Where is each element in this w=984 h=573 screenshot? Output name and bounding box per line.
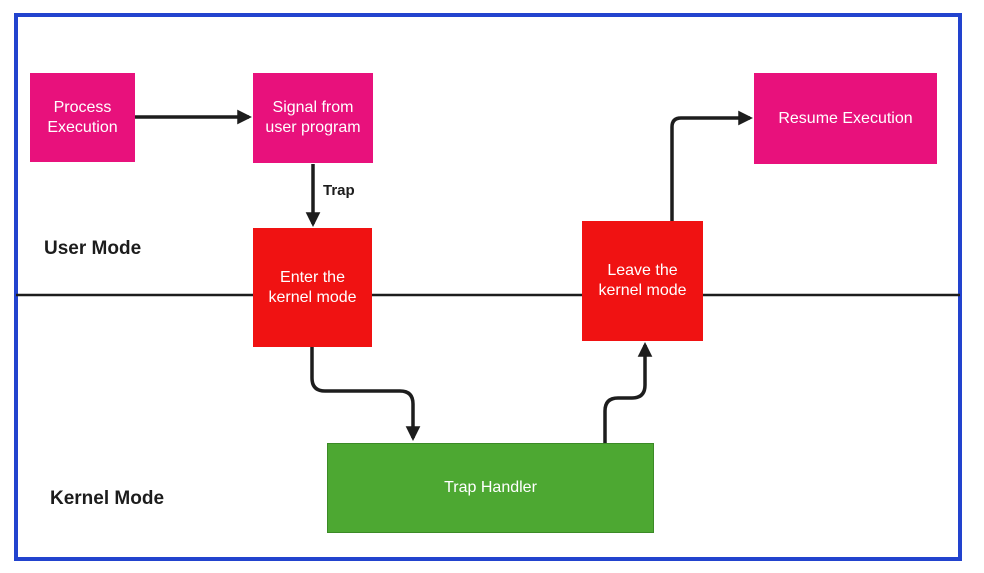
node-resume-execution: Resume Execution bbox=[754, 73, 937, 164]
node-signal-from-user-program-label: Signal from user program bbox=[265, 99, 361, 136]
node-leave-kernel-mode: Leave the kernel mode bbox=[582, 221, 703, 341]
node-resume-execution-label: Resume Execution bbox=[778, 109, 913, 127]
node-leave-kernel-mode-label: Leave the kernel mode bbox=[598, 262, 687, 299]
node-enter-kernel-mode-label: Enter the kernel mode bbox=[268, 268, 357, 306]
user-mode-label: User Mode bbox=[44, 238, 142, 259]
node-process-execution-label: Process Execution bbox=[47, 98, 118, 136]
kernel-mode-label: Kernel Mode bbox=[50, 488, 165, 509]
node-trap-handler: Trap Handler bbox=[327, 443, 654, 533]
node-enter-kernel-mode: Enter the kernel mode bbox=[253, 228, 372, 347]
trap-edge-label: Trap bbox=[323, 182, 355, 199]
node-trap-handler-label: Trap Handler bbox=[444, 479, 537, 496]
node-signal-from-user-program: Signal from user program bbox=[253, 73, 373, 163]
node-process-execution: Process Execution bbox=[30, 73, 135, 162]
